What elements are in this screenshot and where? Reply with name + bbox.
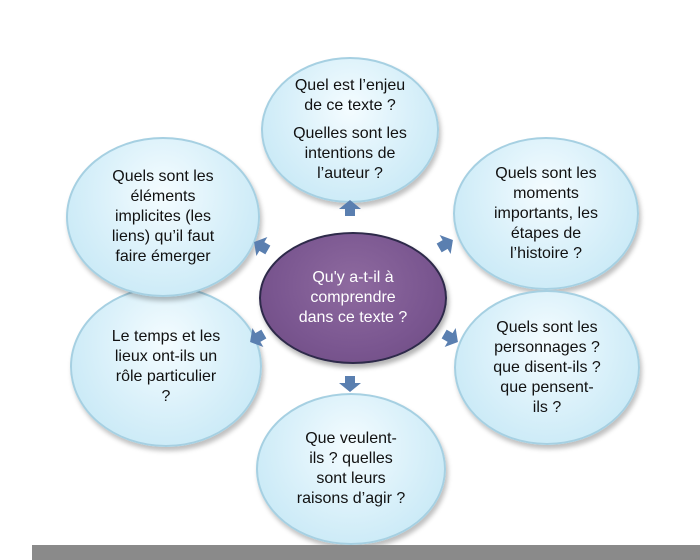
bubble-upper-left: Quels sont les éléments implicites (les … [66,137,260,297]
bubble-lower-left-line-1: Le temps et les [111,327,221,345]
bubble-lower-right: Quels sont les personnages ? que disent-… [454,290,640,445]
bubble-top-line-4: intentions de [304,145,396,162]
bubble-upper-right: Quels sont les moments importants, les é… [453,137,639,290]
bubble-bottom-line-2: ils ? quelles [309,450,393,467]
center-line-1: Qu'y a-t-il à [312,269,394,286]
bubble-upper-right-line-4: étapes de [510,224,582,242]
arrow-down-icon [339,376,361,392]
bubble-bottom-line-3: sont leurs [316,470,386,487]
bubble-upper-left-line-4: liens) qu’il faut [111,228,215,245]
bubble-upper-right-line-5: l’histoire ? [509,244,583,262]
bubble-upper-left-line-5: faire émerger [115,248,211,265]
bubble-bottom: Que veulent- ils ? quelles sont leurs ra… [256,393,446,545]
center-line-3: dans ce texte ? [298,309,408,326]
bubble-bottom-line-4: raisons d’agir ? [296,490,406,507]
bubble-top-line-3: Quelles sont les [293,125,407,142]
bubble-lower-right-line-1: Quels sont les [496,318,598,336]
bubble-lower-left: Le temps et les lieux ont-ils un rôle pa… [70,286,262,447]
bubble-upper-left-line-2: éléments [130,188,196,205]
bubble-lower-left-line-3: rôle particulier [115,367,217,385]
center-question: Qu'y a-t-il à comprendre dans ce texte ? [259,232,447,364]
bubble-top-line-2: de ce texte ? [304,97,396,114]
bubble-upper-right-line-2: moments [513,184,579,202]
arrow-upper-left-icon [249,232,274,259]
center-line-2: comprendre [310,289,396,306]
arrow-lower-right-icon [439,324,464,351]
bubble-lower-left-line-4: ? [161,387,171,405]
bubble-top-line-1: Quel est l’enjeu [294,77,406,94]
bubble-upper-left-line-1: Quels sont les [112,168,214,185]
bubble-lower-right-line-2: personnages ? [494,338,600,356]
bubble-lower-right-line-3: que disent-ils ? [493,358,601,376]
bubble-upper-left-line-3: implicites (les [114,208,211,225]
bubble-upper-right-line-3: importants, les [493,204,599,222]
bubble-lower-right-line-4: que pensent- [500,378,594,396]
bubble-lower-right-line-5: ils ? [532,398,562,416]
arrow-up-icon [339,200,361,216]
bubble-upper-right-line-1: Quels sont les [495,164,597,182]
bubble-bottom-line-1: Que veulent- [305,430,397,447]
arrow-upper-right-icon [434,230,459,257]
arrow-lower-left-icon [245,324,270,351]
bubble-lower-left-line-2: lieux ont-ils un [114,347,218,365]
bottom-bar [32,545,700,560]
bubble-top-line-5: l’auteur ? [317,165,383,182]
bubble-top: Quel est l’enjeu de ce texte ? Quelles s… [261,57,439,203]
